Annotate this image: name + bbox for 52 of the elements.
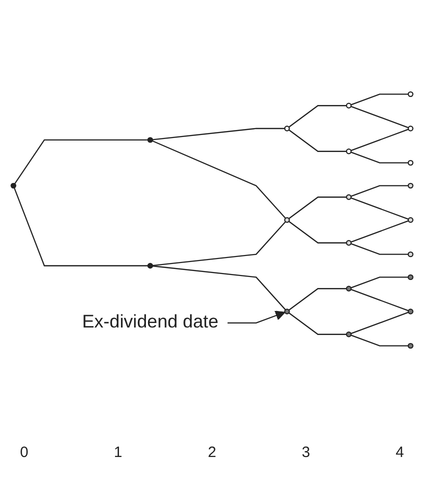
time-step-label: 3: [302, 444, 310, 461]
connector: [350, 197, 409, 220]
connector: [152, 221, 286, 266]
connector: [14, 139, 148, 184]
node-circle: [408, 217, 414, 223]
connector: [350, 276, 408, 288]
node-circle: [284, 217, 290, 223]
connector: [350, 243, 408, 255]
time-step-label: 1: [114, 444, 122, 461]
node-circle: [408, 91, 414, 98]
node-circle: [346, 148, 352, 154]
connector: [152, 128, 285, 140]
node-circle: [408, 308, 414, 314]
node-circle: [408, 342, 414, 349]
node-circle: [10, 182, 16, 189]
node-circle: [408, 274, 414, 280]
connector: [350, 334, 408, 346]
node-circle: [408, 126, 414, 132]
node-circle: [147, 137, 154, 143]
connector: [350, 220, 409, 243]
connector: [152, 140, 286, 219]
time-step-label: 0: [20, 444, 28, 461]
connector: [350, 94, 408, 106]
node-circle: [408, 251, 414, 258]
connector: [350, 128, 409, 152]
connector: [288, 312, 346, 335]
connector: [288, 196, 346, 220]
time-step-label: 2: [208, 444, 216, 461]
node-circle: [408, 160, 414, 166]
connector: [350, 312, 409, 334]
connector: [350, 288, 409, 312]
arrow: [228, 310, 286, 324]
node-circle: [346, 240, 352, 246]
node-text: Ex-dividend date: [82, 312, 218, 332]
connector: [288, 105, 346, 128]
node-circle: [346, 332, 352, 338]
connector: [152, 265, 286, 310]
node-circle: [346, 102, 352, 108]
node-circle: [284, 126, 290, 132]
connector: [14, 188, 148, 266]
connector: [288, 129, 346, 152]
node-circle: [346, 194, 352, 200]
node-circle: [346, 286, 352, 292]
time-step-label: 4: [396, 444, 404, 461]
node-circle: [408, 182, 414, 189]
node-circle: [147, 262, 154, 269]
connector: [288, 220, 346, 244]
connector: [350, 106, 409, 128]
connector: [350, 152, 408, 164]
connector: [350, 185, 408, 197]
node-circle: [284, 308, 290, 314]
connector: [288, 288, 346, 311]
